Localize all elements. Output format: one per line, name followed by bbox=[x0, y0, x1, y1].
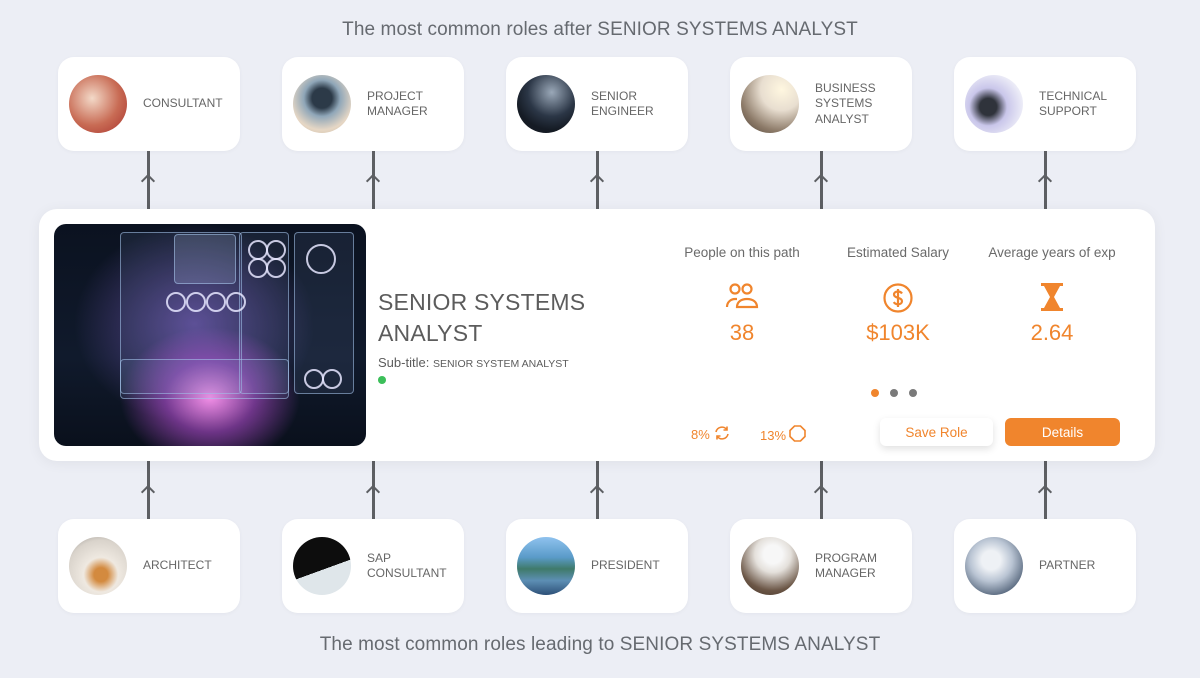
next-role-card-business-systems-analyst[interactable]: BUSINESS SYSTEMS ANALYST bbox=[730, 57, 912, 151]
next-role-card-technical-support[interactable]: TECHNICAL SUPPORT bbox=[954, 57, 1136, 151]
status-indicator bbox=[378, 376, 386, 384]
role-label: ARCHITECT bbox=[143, 558, 212, 573]
role-label: SAP CONSULTANT bbox=[367, 550, 447, 581]
stat-value: 2.64 bbox=[1030, 320, 1074, 345]
role-avatar bbox=[69, 75, 127, 133]
metric-growth: 13% bbox=[760, 425, 806, 445]
role-avatar bbox=[741, 75, 799, 133]
role-avatar bbox=[965, 537, 1023, 595]
role-avatar bbox=[517, 75, 575, 133]
next-role-card-consultant[interactable]: CONSULTANT bbox=[58, 57, 240, 151]
stat-value: $103K bbox=[866, 320, 930, 345]
previous-role-card-architect[interactable]: ARCHITECT bbox=[58, 519, 240, 613]
stat-experience: Average years of exp 2.64 bbox=[977, 245, 1127, 346]
carousel-dot-1[interactable] bbox=[871, 389, 879, 397]
current-role-card: SENIOR SYSTEMS ANALYST Sub-title: SENIOR… bbox=[39, 209, 1155, 461]
role-label: PARTNER bbox=[1039, 558, 1096, 573]
role-label: TECHNICAL SUPPORT bbox=[1039, 88, 1107, 119]
next-role-card-project-manager[interactable]: PROJECT MANAGER bbox=[282, 57, 464, 151]
role-label: SENIOR ENGINEER bbox=[591, 88, 654, 119]
role-avatar bbox=[69, 537, 127, 595]
heading-previous-roles: The most common roles leading to SENIOR … bbox=[319, 634, 881, 655]
refresh-icon bbox=[713, 425, 731, 444]
stat-label: People on this path bbox=[684, 245, 800, 260]
next-role-card-senior-engineer[interactable]: SENIOR ENGINEER bbox=[506, 57, 688, 151]
role-subtitle: Sub-title: SENIOR SYSTEM ANALYST bbox=[378, 355, 569, 370]
carousel-dot-2[interactable] bbox=[890, 389, 898, 397]
octagon-icon bbox=[789, 425, 806, 445]
stat-label: Average years of exp bbox=[988, 245, 1116, 260]
details-button[interactable]: Details bbox=[1005, 418, 1120, 446]
role-label: PROJECT MANAGER bbox=[367, 88, 428, 119]
role-avatar bbox=[741, 537, 799, 595]
stat-label: Estimated Salary bbox=[846, 245, 950, 260]
carousel-dot-3[interactable] bbox=[909, 389, 917, 397]
role-label: PROGRAM MANAGER bbox=[815, 550, 878, 581]
role-label: BUSINESS SYSTEMS ANALYST bbox=[815, 80, 876, 126]
role-avatar bbox=[517, 537, 575, 595]
hourglass-icon bbox=[977, 282, 1127, 314]
metric-value: 8% bbox=[691, 427, 710, 442]
previous-role-card-program-manager[interactable]: PROGRAM MANAGER bbox=[730, 519, 912, 613]
role-avatar bbox=[293, 75, 351, 133]
subtitle-value: SENIOR SYSTEM ANALYST bbox=[432, 358, 569, 370]
metric-value: 13% bbox=[760, 427, 787, 443]
stat-people: People on this path 38 bbox=[667, 245, 817, 346]
previous-role-card-president[interactable]: PRESIDENT bbox=[506, 519, 688, 613]
role-title: SENIOR SYSTEMS ANALYST bbox=[378, 289, 586, 346]
role-avatar bbox=[965, 75, 1023, 133]
previous-role-card-sap-consultant[interactable]: SAP CONSULTANT bbox=[282, 519, 464, 613]
carousel-pagination bbox=[871, 389, 917, 397]
role-label: PRESIDENT bbox=[591, 558, 660, 573]
dollar-coin-icon bbox=[823, 282, 973, 314]
previous-role-card-partner[interactable]: PARTNER bbox=[954, 519, 1136, 613]
people-icon bbox=[667, 282, 817, 314]
role-hero-image bbox=[54, 224, 366, 446]
heading-next-roles: The most common roles after SENIOR SYSTE… bbox=[342, 19, 858, 40]
metric-turnover: 8% bbox=[691, 425, 731, 444]
role-avatar bbox=[293, 537, 351, 595]
stat-value: 38 bbox=[729, 320, 755, 345]
role-label: CONSULTANT bbox=[143, 96, 223, 111]
save-role-button[interactable]: Save Role bbox=[880, 418, 993, 446]
subtitle-label: Sub-title: bbox=[378, 355, 430, 370]
stat-salary: Estimated Salary $103K bbox=[823, 245, 973, 346]
